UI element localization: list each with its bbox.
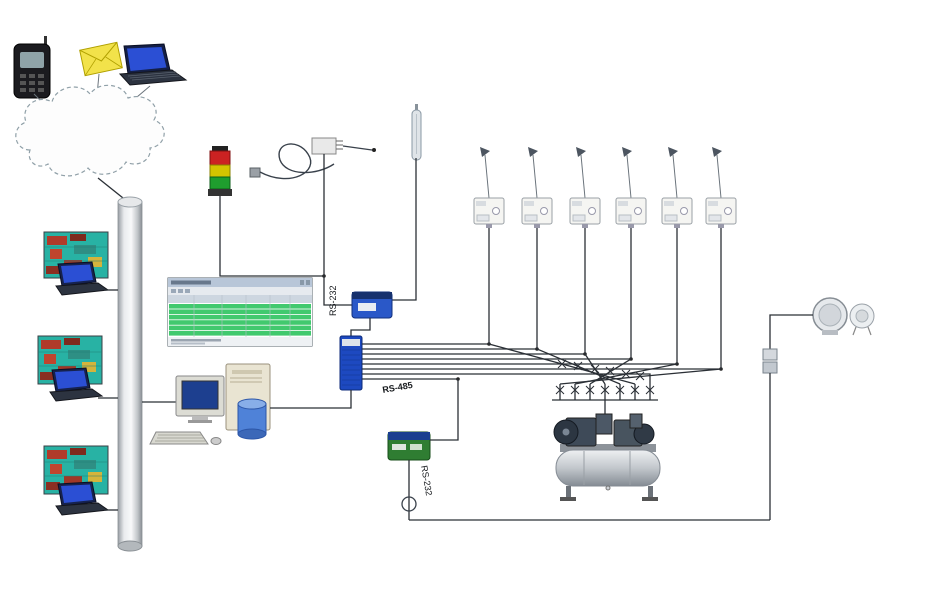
rs485-label: RS-485 [382, 380, 414, 395]
sensor4-drop-wire [589, 228, 632, 385]
scada-screenshot [43, 231, 109, 279]
mouse-icon [210, 437, 222, 445]
cable-loop-sensor-icon [249, 137, 376, 180]
round-detector-icon [849, 303, 875, 336]
scada-screenshot [43, 445, 109, 495]
notify-laptop-icon [118, 43, 188, 86]
loop-sensor-wire [323, 154, 352, 306]
sensor1-drop-wire [488, 228, 636, 385]
network-backbone [117, 196, 143, 552]
valve-icon [555, 385, 655, 395]
alarm-table-screenshot [167, 277, 313, 347]
sensor3-drop-wire [584, 228, 606, 385]
twisted-pair-marks [557, 359, 645, 381]
rs232-top-label: RS-232 [328, 285, 338, 316]
antenna-probe-icon [411, 104, 422, 161]
pc-to-rtu-wire [270, 390, 352, 409]
field-sensor-icon [615, 147, 647, 228]
email-icon [79, 41, 123, 77]
modem-device [387, 431, 431, 461]
monitor-icon [175, 375, 225, 423]
air-compressor-icon [553, 413, 661, 501]
detector-wire [769, 314, 813, 349]
stacklight-wire [219, 196, 324, 277]
network-cloud [15, 84, 165, 177]
field-sensor-icon [473, 147, 505, 228]
round-detector-icon [812, 297, 848, 335]
rtu-controller-device [339, 335, 363, 391]
valve-manifold [552, 384, 658, 418]
modem-to-rtu-wire [430, 379, 459, 441]
client-laptop-icon [49, 367, 104, 402]
field-sensor-icon [569, 147, 601, 228]
sensor6-drop-wire [559, 228, 722, 385]
antenna-wire [392, 158, 417, 301]
field-sensor-icon [661, 147, 693, 228]
rtu-bus-wires [362, 342, 723, 400]
junction-box-icon [762, 348, 778, 374]
keyboard-icon [149, 431, 222, 445]
converter-to-rtu-wire [350, 318, 371, 336]
field-sensor-icon [705, 147, 737, 228]
field-sensor-icon [521, 147, 553, 228]
client-laptop-icon [55, 261, 110, 296]
client-laptop-icon [55, 481, 110, 516]
sensor5-drop-wire [574, 228, 678, 385]
database-icon [237, 398, 267, 440]
cable-coil [401, 496, 417, 512]
rs232-bottom-label: RS-232 [419, 465, 434, 497]
pda-phone-icon [13, 36, 51, 99]
alarm-stack-light-icon [208, 146, 232, 196]
serial-converter-device [351, 291, 393, 319]
